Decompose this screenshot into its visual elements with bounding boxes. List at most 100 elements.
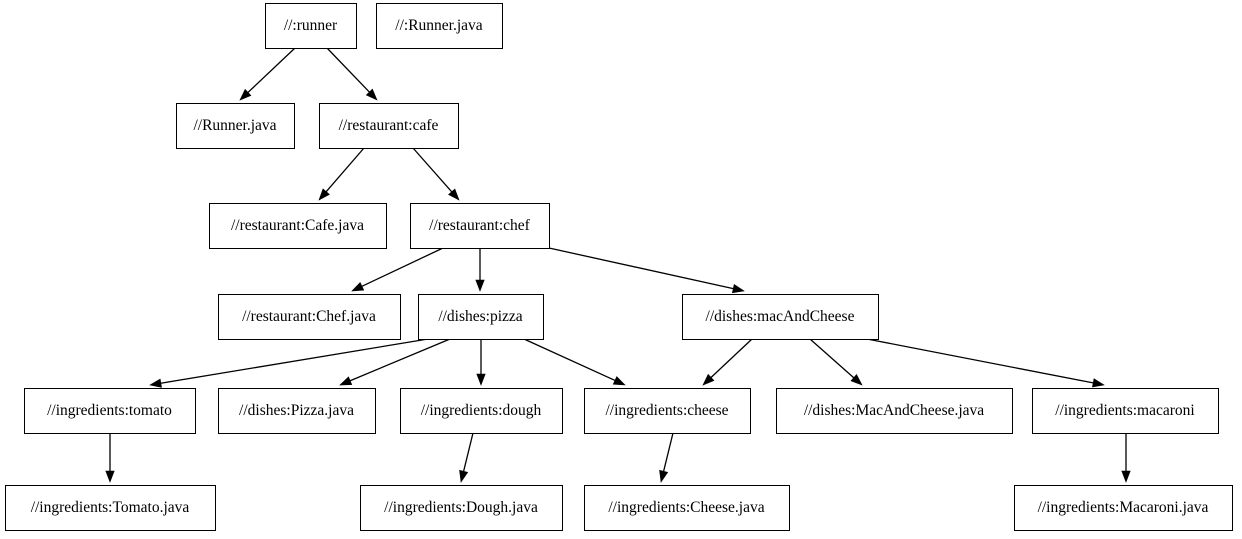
node-box[interactable] [217, 387, 377, 435]
node-box[interactable] [23, 387, 197, 435]
graph-edge [475, 248, 485, 292]
edge-line [326, 47, 370, 93]
node-box[interactable] [4, 484, 217, 532]
graph-node-ing_dough_java[interactable]: //ingredients:Dough.java [359, 484, 564, 532]
edge-arrowhead-icon [475, 279, 485, 292]
graph-edge [523, 338, 626, 386]
graph-edge [659, 432, 674, 483]
graph-node-restaurant_chef_java[interactable]: //restaurant:Chef.java [217, 293, 402, 341]
edges-layer [105, 47, 1131, 483]
graph-node-ing_macaroni[interactable]: //ingredients:macaroni [1031, 387, 1220, 435]
edge-arrowhead-icon [659, 469, 669, 483]
node-box[interactable] [681, 293, 880, 341]
graph-node-ing_macaroni_java[interactable]: //ingredients:Macaroni.java [1013, 484, 1234, 532]
edge-arrowhead-icon [731, 284, 745, 294]
node-box[interactable] [375, 2, 504, 50]
graph-node-ing_dough[interactable]: //ingredients:dough [399, 387, 564, 435]
graph-node-runner[interactable]: //:runner [264, 2, 358, 50]
node-box[interactable] [217, 293, 402, 341]
graph-node-runner_java_root[interactable]: //:Runner.java [375, 2, 504, 50]
graph-node-dishes_mac_java[interactable]: //dishes:MacAndCheese.java [775, 387, 1014, 435]
node-box[interactable] [583, 387, 752, 435]
graph-edge [326, 47, 378, 101]
edge-arrowhead-icon [850, 374, 863, 386]
edge-line [412, 147, 453, 193]
node-label: //restaurant:Chef.java [242, 308, 376, 325]
node-box[interactable] [359, 484, 564, 532]
node-box[interactable] [1013, 484, 1234, 532]
graph-node-dishes_pizza_java[interactable]: //dishes:Pizza.java [217, 387, 377, 435]
node-label: //restaurant:chef [429, 217, 531, 234]
edge-line [548, 247, 734, 290]
edge-arrowhead-icon [476, 373, 486, 386]
graph-edge [351, 247, 444, 292]
graph-node-ing_cheese_java[interactable]: //ingredients:Cheese.java [583, 484, 791, 532]
node-label: //ingredients:Tomato.java [31, 499, 190, 516]
node-box[interactable] [409, 202, 551, 250]
edge-arrowhead-icon [105, 470, 115, 483]
node-box[interactable] [1031, 387, 1220, 435]
graph-edge [412, 147, 460, 201]
edge-line [247, 47, 296, 93]
node-label: //restaurant:cafe [339, 117, 439, 134]
graph-edge [318, 147, 365, 201]
graph-edge [339, 338, 451, 386]
node-box[interactable] [775, 387, 1014, 435]
edge-line [662, 432, 674, 472]
node-label: //ingredients:tomato [47, 402, 172, 419]
edge-line [809, 338, 855, 379]
node-label: //dishes:Pizza.java [239, 402, 354, 419]
edge-line [866, 338, 1094, 384]
graph-edge [476, 339, 486, 386]
node-box[interactable] [583, 484, 791, 532]
node-label: //ingredients:Macaroni.java [1038, 499, 1209, 516]
graph-node-ing_tomato[interactable]: //ingredients:tomato [23, 387, 197, 435]
node-box[interactable] [399, 387, 564, 435]
graph-edge [1121, 433, 1131, 483]
edge-line [361, 247, 444, 287]
edge-arrowhead-icon [448, 188, 460, 201]
graph-edge [105, 433, 115, 483]
node-label: //ingredients:Cheese.java [608, 499, 764, 516]
edge-arrowhead-icon [149, 378, 162, 388]
node-label: //dishes:pizza [438, 308, 522, 325]
edge-arrowhead-icon [339, 376, 353, 386]
node-label: //:runner [284, 17, 338, 34]
graph-edge [149, 338, 429, 388]
node-box[interactable] [417, 293, 545, 341]
graph-edge [809, 338, 863, 386]
graph-node-runner_java[interactable]: //Runner.java [175, 102, 296, 150]
edge-arrowhead-icon [459, 469, 469, 483]
edge-arrowhead-icon [1092, 378, 1105, 388]
graph-edge [548, 247, 745, 294]
graph-node-ing_cheese[interactable]: //ingredients:cheese [583, 387, 752, 435]
graph-edge [459, 432, 474, 483]
edge-line [710, 338, 753, 378]
graph-node-restaurant_chef[interactable]: //restaurant:chef [409, 202, 551, 250]
edge-arrowhead-icon [702, 373, 715, 386]
edge-arrowhead-icon [239, 88, 252, 101]
node-label: //restaurant:Cafe.java [231, 217, 364, 234]
node-box[interactable] [318, 102, 460, 150]
graph-node-dishes_pizza[interactable]: //dishes:pizza [417, 293, 545, 341]
node-box[interactable] [175, 102, 296, 150]
graph-edge [866, 338, 1105, 388]
graph-node-restaurant_cafe_java[interactable]: //restaurant:Cafe.java [208, 202, 388, 250]
graph-node-ing_tomato_java[interactable]: //ingredients:Tomato.java [4, 484, 217, 532]
node-label: //ingredients:macaroni [1055, 402, 1195, 419]
edge-line [462, 432, 474, 472]
edge-arrowhead-icon [1121, 470, 1131, 483]
node-label: //ingredients:Dough.java [384, 499, 538, 516]
edge-line [325, 147, 365, 193]
graph-node-dishes_macandcheese[interactable]: //dishes:macAndCheese [681, 293, 880, 341]
nodes-layer: //:runner //:Runner.java //Runner.java //re… [4, 2, 1234, 532]
graph-edge [702, 338, 753, 386]
node-label: //dishes:macAndCheese [706, 308, 855, 325]
node-label: //Runner.java [193, 117, 276, 134]
graph-node-restaurant_cafe[interactable]: //restaurant:cafe [318, 102, 460, 150]
graph-edge [239, 47, 296, 101]
node-box[interactable] [264, 2, 358, 50]
node-box[interactable] [208, 202, 388, 250]
